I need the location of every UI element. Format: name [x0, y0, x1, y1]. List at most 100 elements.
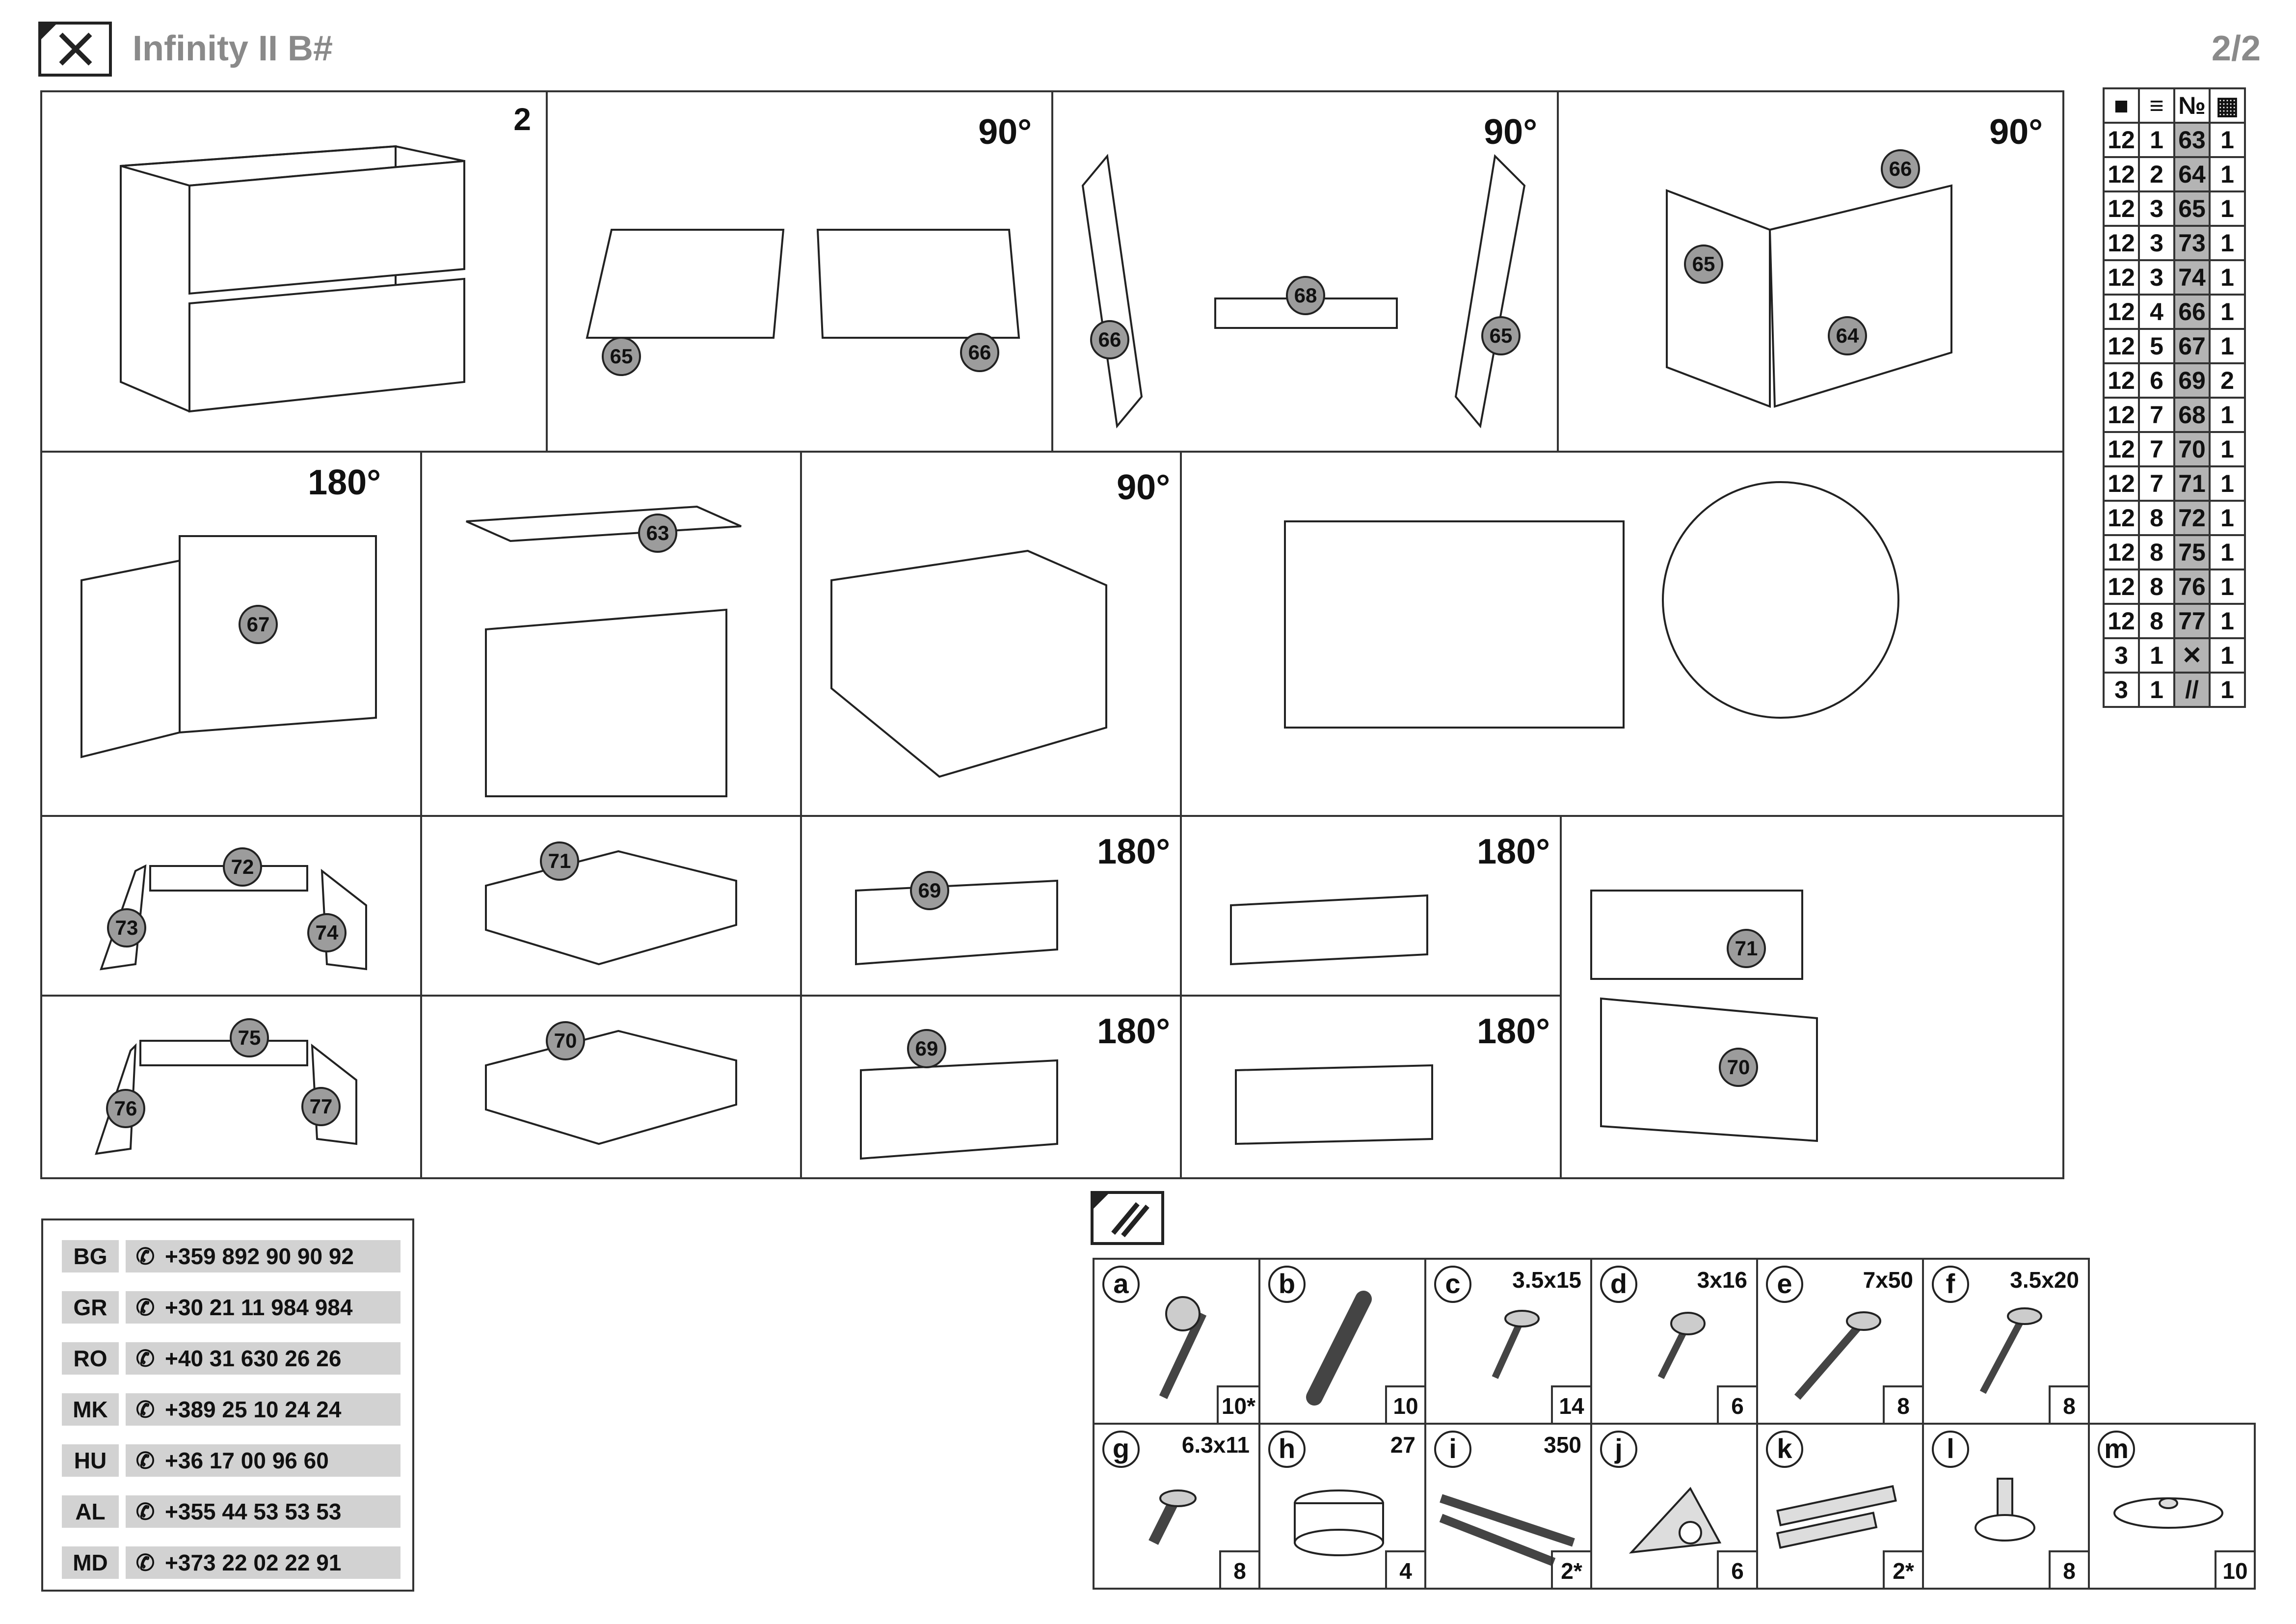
phone-number: +355 44 53 53 53: [165, 1499, 342, 1524]
side-rails-drawing: [586, 229, 1020, 339]
step-panel-drawer-frame-1: 72 73 74: [40, 815, 422, 997]
hardware-letter: h: [1268, 1431, 1306, 1468]
table-cell: 3: [2138, 225, 2175, 261]
table-cell: 1: [2209, 500, 2246, 536]
table-cell: 3: [2138, 190, 2175, 227]
table-cell: 12: [2103, 500, 2140, 536]
step-panel-runners: [1180, 451, 2064, 817]
table-cell: 1: [2209, 294, 2246, 330]
table-cell: 74: [2173, 259, 2211, 296]
hardware-cell-e: e 7x50 8: [1756, 1258, 1924, 1425]
part-label: 66: [960, 333, 999, 372]
step-panel-drawer-box-1: 71: [420, 815, 802, 997]
table-cell: 1: [2209, 122, 2246, 158]
hardware-cell-m: m 10: [2088, 1423, 2256, 1590]
table-cell: 68: [2173, 397, 2211, 433]
contacts-box: BG ✆+359 892 90 90 92 GR ✆+30 21 11 984 …: [41, 1218, 414, 1592]
contact-row: RO ✆+40 31 630 26 26: [62, 1342, 400, 1375]
part-label: 69: [910, 871, 949, 910]
country-code: HU: [62, 1444, 119, 1477]
hardware-size: 6.3x11: [1181, 1432, 1250, 1458]
tools-logo-icon: [38, 22, 112, 77]
table-cell: 76: [2173, 568, 2211, 605]
contact-row: BG ✆+359 892 90 90 92: [62, 1240, 400, 1272]
phone-number: +373 22 02 22 91: [165, 1550, 342, 1575]
part-label: 64: [1828, 316, 1867, 355]
glide-pad-icon: [2113, 1497, 2223, 1529]
step-panel-drawer-bottom-2: 180° 69: [800, 995, 1182, 1179]
table-cell: 8: [2138, 568, 2175, 605]
hardware-letter: m: [2098, 1431, 2135, 1468]
table-cell: 2: [2138, 156, 2175, 192]
table-cell: 1: [2209, 534, 2246, 570]
phone-number: +40 31 630 26 26: [165, 1346, 342, 1371]
hardware-cell-j: j 6: [1590, 1423, 1758, 1590]
step-panel-overview: 2: [40, 90, 548, 453]
country-code: BG: [62, 1240, 119, 1272]
hardware-cell-h: h 27 4: [1258, 1423, 1426, 1590]
table-cell: 1: [2209, 397, 2246, 433]
part-label: 66: [1881, 149, 1920, 189]
drawer-slide-icon: [1439, 1494, 1575, 1567]
table-cell: 12: [2103, 362, 2140, 399]
phone-number: +389 25 10 24 24: [165, 1397, 342, 1422]
table-cell: 8: [2138, 534, 2175, 570]
contact-row: HU ✆+36 17 00 96 60: [62, 1444, 400, 1477]
screws-icon: [1091, 1191, 1164, 1245]
table-cell: 5: [2138, 328, 2175, 364]
hardware-letter: i: [1434, 1431, 1471, 1468]
step-panel-top-back: 180° 67: [40, 451, 422, 817]
runner-bracket-icon: [1776, 1485, 1897, 1549]
table-cell: 1: [2138, 122, 2175, 158]
rotate-90-label: 90°: [1989, 112, 2043, 152]
part-label: 67: [239, 605, 278, 644]
hardware-letter: a: [1102, 1266, 1140, 1303]
drawer-frame-drawing: [95, 1040, 357, 1155]
rotate-180-label: 180°: [308, 463, 381, 502]
drawers-install-drawing: [1590, 890, 1818, 1142]
phone-number: +36 17 00 96 60: [165, 1448, 329, 1473]
table-cell: 1: [2209, 568, 2246, 605]
number-sign: №: [2173, 87, 2211, 124]
hardware-letter: f: [1932, 1266, 1969, 1303]
table-cell: 7: [2138, 465, 2175, 502]
part-label: 75: [230, 1018, 269, 1057]
part-label: 71: [540, 841, 579, 881]
part-label: 71: [1727, 929, 1766, 968]
table-cell: 12: [2103, 568, 2140, 605]
contact-row: MK ✆+389 25 10 24 24: [62, 1393, 400, 1426]
hardware-qty: 2*: [1551, 1550, 1590, 1588]
table-cell: 6: [2138, 362, 2175, 399]
table-cell: 12: [2103, 190, 2140, 227]
table-cell: 4: [2138, 294, 2175, 330]
step-panel-legs: 90°: [800, 451, 1182, 817]
part-label: 77: [301, 1087, 341, 1126]
hardware-size: 27: [1390, 1432, 1415, 1458]
table-cell: 65: [2173, 190, 2211, 227]
table-cell: 71: [2173, 465, 2211, 502]
corner-bracket-icon: [1629, 1487, 1722, 1554]
country-code: MD: [62, 1546, 119, 1579]
furniture-leg-icon: [1294, 1489, 1384, 1556]
hardware-qty: 10: [1385, 1385, 1424, 1423]
drawer-rails-drawing: [1230, 894, 1428, 966]
step-panel-drawer-frame-2: 75 76 77: [40, 995, 422, 1179]
cam-bolt-icon: [1159, 1296, 1207, 1399]
part-label: 72: [223, 847, 262, 887]
table-cell: 8: [2138, 500, 2175, 536]
table-cell: 66: [2173, 294, 2211, 330]
hardware-cell-g: g 6.3x11 8: [1093, 1423, 1260, 1590]
hardware-letter: g: [1102, 1431, 1140, 1468]
hardware-qty: 8: [2049, 1385, 2088, 1423]
part-label: 70: [1719, 1048, 1758, 1087]
screw-icon: [1492, 1310, 1540, 1379]
phone-number: +30 21 11 984 984: [165, 1295, 353, 1320]
step-panel-drawer-bottom-1: 180° 69: [800, 815, 1182, 997]
